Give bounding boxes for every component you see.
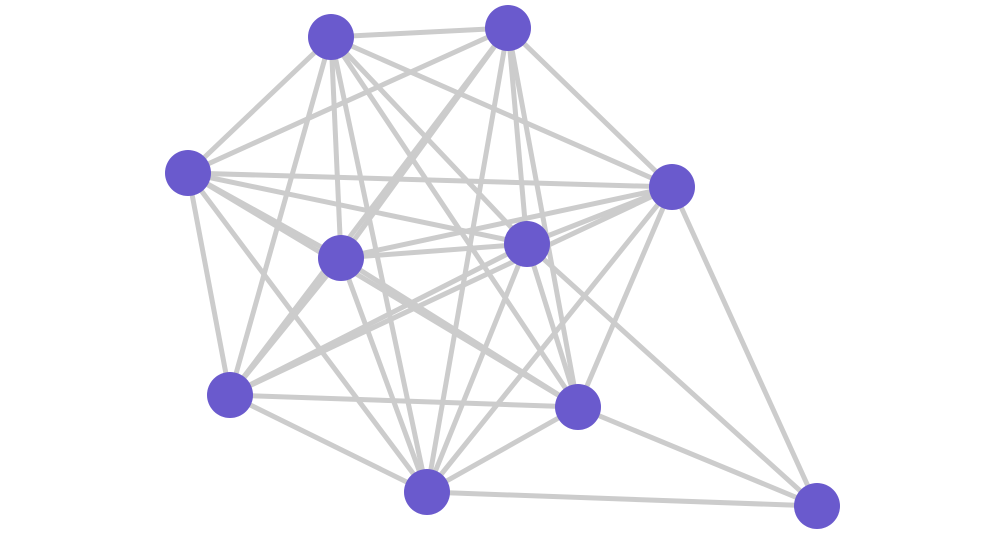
node-B	[485, 5, 531, 51]
edge-B-F	[505, 25, 530, 247]
node-E	[318, 235, 364, 281]
edge-B-D	[505, 25, 675, 190]
node-I	[404, 469, 450, 515]
node-J	[794, 483, 840, 529]
edge-A-H	[328, 34, 581, 410]
edge-I-J	[424, 489, 820, 509]
edge-A-I	[328, 34, 430, 495]
edge-E-F	[338, 241, 530, 261]
node-D	[649, 164, 695, 210]
edge-A-G	[227, 34, 334, 398]
node-C	[165, 150, 211, 196]
node-H	[555, 384, 601, 430]
edge-A-D	[328, 34, 675, 190]
node-G	[207, 372, 253, 418]
nodes-layer	[165, 5, 840, 529]
node-A	[308, 14, 354, 60]
edge-A-E	[328, 34, 344, 261]
edge-C-D	[185, 170, 675, 190]
edge-C-G	[185, 170, 233, 398]
edge-E-I	[338, 255, 430, 495]
edges-layer	[185, 25, 820, 509]
edge-D-I	[424, 184, 675, 495]
edge-C-I	[185, 170, 430, 495]
edge-D-E	[338, 184, 675, 261]
edge-H-I	[424, 404, 581, 495]
edge-E-H	[338, 255, 581, 410]
edge-B-C	[185, 25, 511, 176]
edge-A-C	[185, 34, 334, 176]
edge-H-J	[575, 404, 820, 509]
node-F	[504, 221, 550, 267]
edge-F-G	[227, 241, 530, 398]
edge-A-B	[328, 25, 511, 40]
edge-E-G	[227, 255, 344, 398]
edge-G-I	[227, 392, 430, 495]
edge-G-H	[227, 392, 581, 410]
edge-F-H	[524, 241, 581, 410]
edge-D-J	[669, 184, 820, 509]
edge-F-I	[424, 241, 530, 495]
edge-B-I	[424, 25, 511, 495]
edge-B-H	[505, 25, 581, 410]
edge-F-J	[524, 241, 820, 509]
edge-D-H	[575, 184, 675, 410]
